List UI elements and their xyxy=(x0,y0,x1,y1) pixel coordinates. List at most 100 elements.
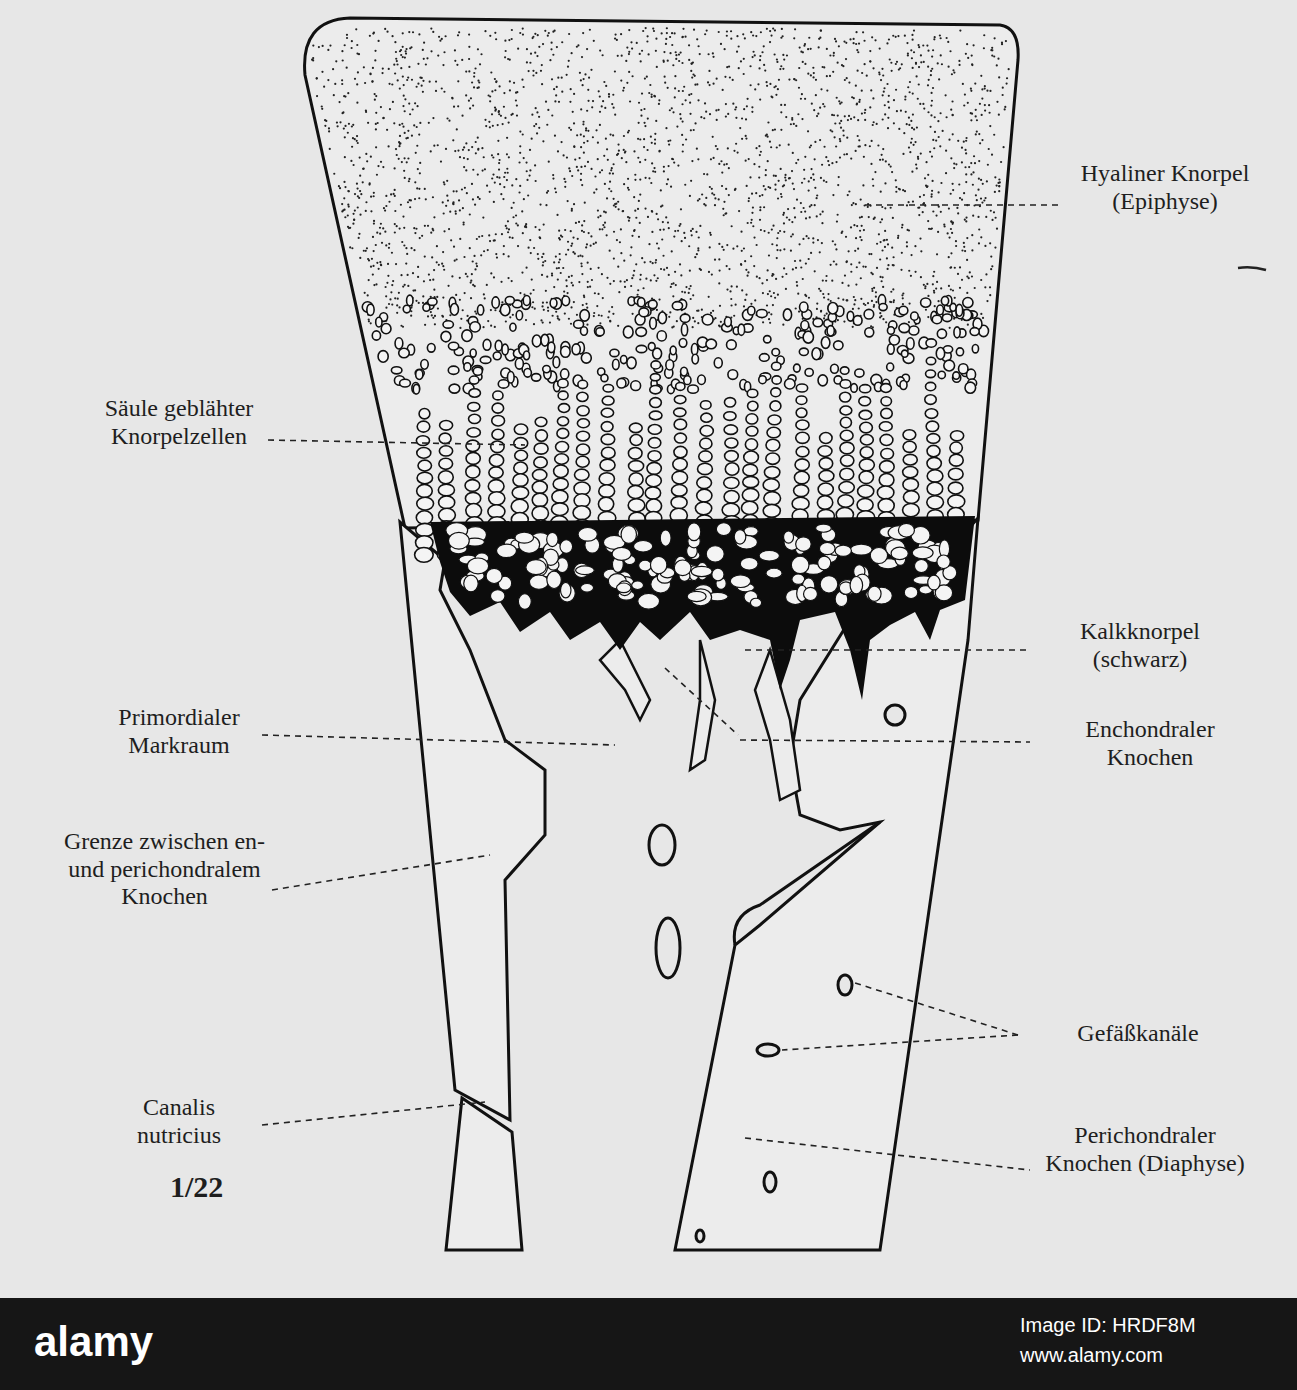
stipple-dot xyxy=(825,156,827,158)
stipple-dot xyxy=(891,70,893,72)
stipple-dot xyxy=(611,103,613,105)
stipple-dot xyxy=(362,181,364,183)
stipple-dot xyxy=(583,142,585,144)
stipple-dot xyxy=(512,216,514,218)
stipple-dot xyxy=(400,67,402,69)
stipple-dot xyxy=(613,107,615,109)
stipple-dot xyxy=(743,305,745,307)
stipple-dot xyxy=(893,299,895,301)
stipple-dot xyxy=(979,103,981,105)
stipple-dot xyxy=(910,275,912,277)
stipple-dot xyxy=(441,87,443,89)
stipple-dot xyxy=(723,249,725,251)
stipple-dot xyxy=(669,36,671,38)
stipple-dot xyxy=(1004,106,1006,108)
stipple-dot xyxy=(489,126,491,128)
stipple-dot xyxy=(816,215,818,217)
stipple-dot xyxy=(878,73,880,75)
stipple-dot xyxy=(492,156,494,158)
stipple-dot xyxy=(991,265,993,267)
stipple-dot xyxy=(950,109,952,111)
stipple-dot xyxy=(404,110,406,112)
stipple-dot xyxy=(593,192,595,194)
stipple-dot xyxy=(571,210,573,212)
stipple-dot xyxy=(633,230,635,232)
stipple-dot xyxy=(788,144,790,146)
stipple-dot xyxy=(623,149,625,151)
stipple-dot xyxy=(347,190,349,192)
stipple-dot xyxy=(791,170,793,172)
stipple-dot xyxy=(618,150,620,152)
stipple-dot xyxy=(426,57,428,59)
stipple-dot xyxy=(998,185,1000,187)
stipple-dot xyxy=(766,304,768,306)
stipple-dot xyxy=(930,196,932,198)
stipple-dot xyxy=(902,189,904,191)
stipple-dot xyxy=(489,240,491,242)
stipple-dot xyxy=(777,197,779,199)
stipple-dot xyxy=(436,245,438,247)
stipple-dot xyxy=(401,123,403,125)
stipple-dot xyxy=(394,167,396,169)
stipple-dot xyxy=(464,187,466,189)
stipple-dot xyxy=(948,256,950,258)
stipple-dot xyxy=(931,193,933,195)
stipple-dot xyxy=(662,221,664,223)
stipple-dot xyxy=(814,204,816,206)
stipple-dot xyxy=(750,31,752,33)
stipple-dot xyxy=(975,115,977,117)
stipple-dot xyxy=(631,75,633,77)
stipple-dot xyxy=(950,252,952,254)
stipple-dot xyxy=(655,261,657,263)
stipple-dot xyxy=(400,204,402,206)
stipple-dot xyxy=(519,32,521,34)
stipple-dot xyxy=(377,40,379,42)
stipple-dot xyxy=(374,99,376,101)
stipple-dot xyxy=(835,40,837,42)
stipple-dot xyxy=(417,168,419,170)
stipple-dot xyxy=(494,182,496,184)
stipple-dot xyxy=(735,143,737,145)
stipple-dot xyxy=(332,68,334,70)
stipple-dot xyxy=(738,210,740,212)
stipple-dot xyxy=(760,31,762,33)
stipple-dot xyxy=(907,52,909,54)
stipple-dot xyxy=(384,28,386,30)
stipple-dot xyxy=(972,44,974,46)
stipple-dot xyxy=(920,152,922,154)
stipple-dot xyxy=(665,127,667,129)
stipple-dot xyxy=(691,234,693,236)
stipple-dot xyxy=(613,231,615,233)
stipple-dot xyxy=(394,210,396,212)
stipple-dot xyxy=(856,225,858,227)
stipple-dot xyxy=(904,190,906,192)
stipple-dot xyxy=(963,104,965,106)
stipple-dot xyxy=(525,161,527,163)
stipple-dot xyxy=(822,211,824,213)
stipple-dot xyxy=(736,245,738,247)
stipple-dot xyxy=(784,104,786,106)
stipple-dot xyxy=(858,262,860,264)
stipple-dot xyxy=(634,174,636,176)
stipple-dot xyxy=(936,281,938,283)
stipple-dot xyxy=(854,250,856,252)
stipple-dot xyxy=(882,94,884,96)
stipple-dot xyxy=(897,235,899,237)
stipple-dot xyxy=(639,278,641,280)
stipple-dot xyxy=(955,240,957,242)
stipple-dot xyxy=(989,242,991,244)
stipple-dot xyxy=(492,173,494,175)
stipple-dot xyxy=(376,232,378,234)
stipple-dot xyxy=(451,275,453,277)
stipple-dot xyxy=(519,292,521,294)
stipple-dot xyxy=(705,197,707,199)
stipple-dot xyxy=(690,298,692,300)
stipple-dot xyxy=(904,96,906,98)
stipple-dot xyxy=(708,84,710,86)
stipple-dot xyxy=(926,185,928,187)
stipple-dot xyxy=(567,66,569,68)
stipple-dot xyxy=(587,262,589,264)
stipple-dot xyxy=(454,49,456,51)
stipple-dot xyxy=(364,82,366,84)
stipple-dot xyxy=(654,133,656,135)
